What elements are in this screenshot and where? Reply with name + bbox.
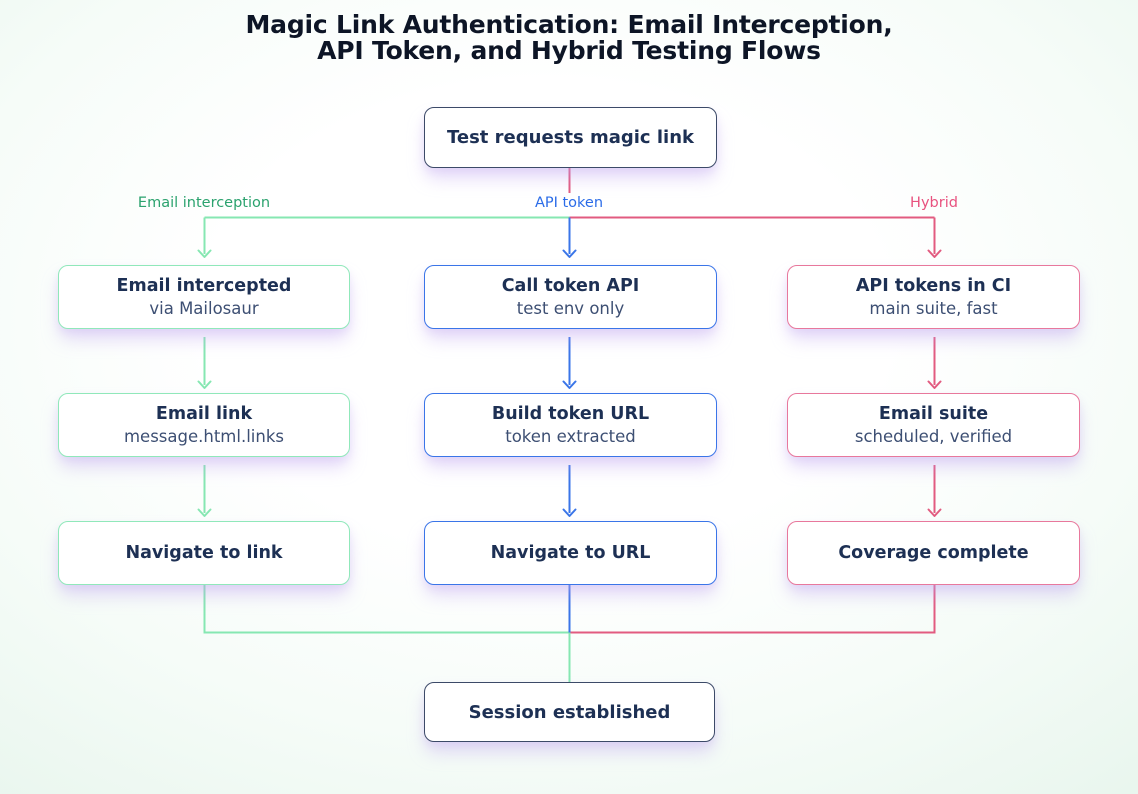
node-api-tokens-in-ci-subtitle: main suite, fast [869,298,998,318]
node-email-suite-subtitle: scheduled, verified [854,426,1013,446]
node-start: Test requests magic link [424,107,717,168]
diagram-title-line1: Magic Link Authentication: Email Interce… [245,10,893,39]
node-api-tokens-in-ci-title: API tokens in CI [855,275,1012,296]
branch-label-email-interception: Email interception [137,195,271,211]
connector-merge-email [203,585,570,634]
node-coverage-complete: Coverage complete [787,521,1080,585]
node-end: Session established [424,682,715,742]
node-api-tokens-in-ci: API tokens in CI main suite, fast [787,265,1080,329]
node-email-intercepted-subtitle: via Mailosaur [149,298,259,318]
arrowhead-email-1-2 [197,380,212,389]
node-email-intercepted: Email intercepted via Mailosaur [58,265,350,329]
arrowhead-hybrid [927,249,942,258]
branch-label-hybrid: Hybrid [910,195,958,211]
node-email-suite: Email suite scheduled, verified [787,393,1080,457]
diagram-title: Magic Link Authentication: Email Interce… [0,12,1138,64]
arrowhead-email-2-3 [197,508,212,517]
node-call-token-api-title: Call token API [501,275,640,296]
node-email-link-subtitle: message.html.links [123,426,284,446]
arrowhead-hybrid-2-3 [927,508,942,517]
node-navigate-to-url-title: Navigate to URL [490,542,651,563]
node-call-token-api-subtitle: test env only [516,298,625,318]
arrowhead-api [562,249,577,258]
node-call-token-api: Call token API test env only [424,265,717,329]
node-build-token-url-subtitle: token extracted [505,426,636,446]
node-navigate-to-url: Navigate to URL [424,521,717,585]
diagram-title-line2: API Token, and Hybrid Testing Flows [317,36,821,65]
node-email-link: Email link message.html.links [58,393,350,457]
node-end-label: Session established [468,701,671,723]
node-build-token-url-title: Build token URL [491,403,650,424]
arrowhead-hybrid-1-2 [927,380,942,389]
arrowhead-api-1-2 [562,380,577,389]
arrowhead-api-2-3 [562,508,577,517]
branch-label-api-token: API token [534,195,604,211]
connector-merge-hybrid [569,585,936,634]
node-email-suite-title: Email suite [878,403,989,424]
node-email-intercepted-title: Email intercepted [116,275,292,296]
node-build-token-url: Build token URL token extracted [424,393,717,457]
node-start-label: Test requests magic link [447,127,694,148]
node-navigate-to-link-title: Navigate to link [125,542,283,563]
node-navigate-to-link: Navigate to link [58,521,350,585]
arrowhead-email [197,249,212,258]
node-coverage-complete-title: Coverage complete [838,542,1029,563]
node-email-link-title: Email link [155,403,253,424]
